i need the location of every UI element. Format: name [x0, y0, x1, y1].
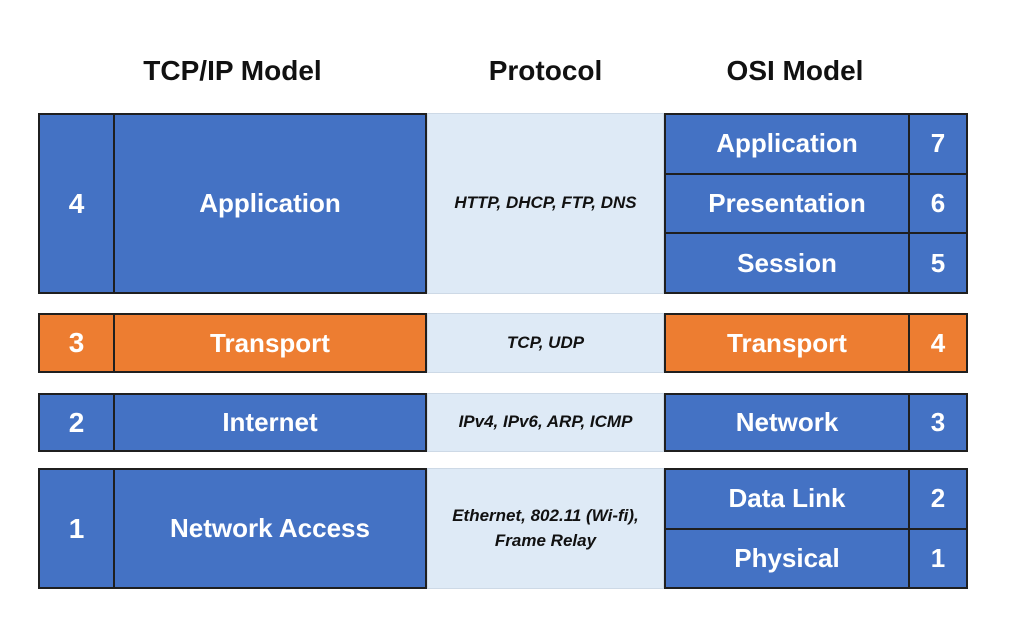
layer-row-transport: 3 Transport TCP, UDP Transport 4 [0, 313, 1024, 373]
osi-layer-presentation: Presentation 6 [666, 172, 966, 233]
protocol-cell-application: HTTP, DHCP, FTP, DNS [427, 113, 664, 294]
osi-layer-number: 7 [908, 115, 966, 173]
osi-layer-label: Physical [666, 529, 908, 587]
layer-row-internet: 2 Internet IPv4, IPv6, ARP, ICMP Network… [0, 393, 1024, 452]
tcpip-layer-number: 4 [40, 115, 115, 292]
osi-layer-number: 1 [908, 529, 966, 587]
osi-layer-number: 4 [908, 315, 966, 371]
tcpip-layer-application: 4 Application [38, 113, 427, 294]
osi-layer-label: Network [666, 395, 908, 450]
layer-row-application: 4 Application HTTP, DHCP, FTP, DNS Appli… [0, 113, 1024, 294]
tcpip-layer-number: 1 [40, 470, 115, 587]
layer-row-network-access: 1 Network Access Ethernet, 802.11 (Wi-fi… [0, 468, 1024, 589]
osi-layers-datalink-physical-group: Data Link 2 Physical 1 [664, 468, 968, 589]
osi-layer-label: Presentation [666, 174, 908, 233]
osi-layers-application-group: Application 7 Presentation 6 Session 5 [664, 113, 968, 294]
osi-layer-label: Session [666, 234, 908, 293]
tcpip-layer-number: 3 [40, 315, 115, 371]
osi-layer-number: 3 [908, 395, 966, 450]
osi-layer-network: Network 3 [666, 395, 966, 450]
osi-layer-session: Session 5 [666, 232, 966, 293]
tcpip-layer-label: Network Access [115, 470, 425, 587]
tcpip-layer-label: Application [115, 115, 425, 292]
osi-layer-data-link: Data Link 2 [666, 470, 966, 528]
osi-layer-number: 2 [908, 470, 966, 528]
protocol-cell-internet: IPv4, IPv6, ARP, ICMP [427, 393, 664, 452]
protocol-cell-transport: TCP, UDP [427, 313, 664, 373]
tcpip-model-header: TCP/IP Model [143, 55, 322, 86]
tcpip-layer-label: Internet [115, 395, 425, 450]
tcpip-layer-number: 2 [40, 395, 115, 450]
osi-layer-transport: Transport 4 [666, 315, 966, 371]
tcpip-layer-label: Transport [115, 315, 425, 371]
osi-layer-application: Application 7 [666, 115, 966, 173]
protocol-header: Protocol [488, 55, 603, 86]
osi-layer-label: Application [666, 115, 908, 173]
osi-layer-number: 6 [908, 174, 966, 233]
osi-model-header: OSI Model [726, 55, 864, 86]
tcpip-layer-internet: 2 Internet [38, 393, 427, 452]
osi-layer-physical: Physical 1 [666, 527, 966, 587]
osi-layer-number: 5 [908, 234, 966, 293]
tcpip-layer-transport: 3 Transport [38, 313, 427, 373]
osi-layer-label: Data Link [666, 470, 908, 528]
protocol-cell-network-access: Ethernet, 802.11 (Wi-fi), Frame Relay [427, 468, 664, 589]
tcpip-layer-network-access: 1 Network Access [38, 468, 427, 589]
osi-layers-transport-group: Transport 4 [664, 313, 968, 373]
osi-layer-label: Transport [666, 315, 908, 371]
osi-layers-network-group: Network 3 [664, 393, 968, 452]
